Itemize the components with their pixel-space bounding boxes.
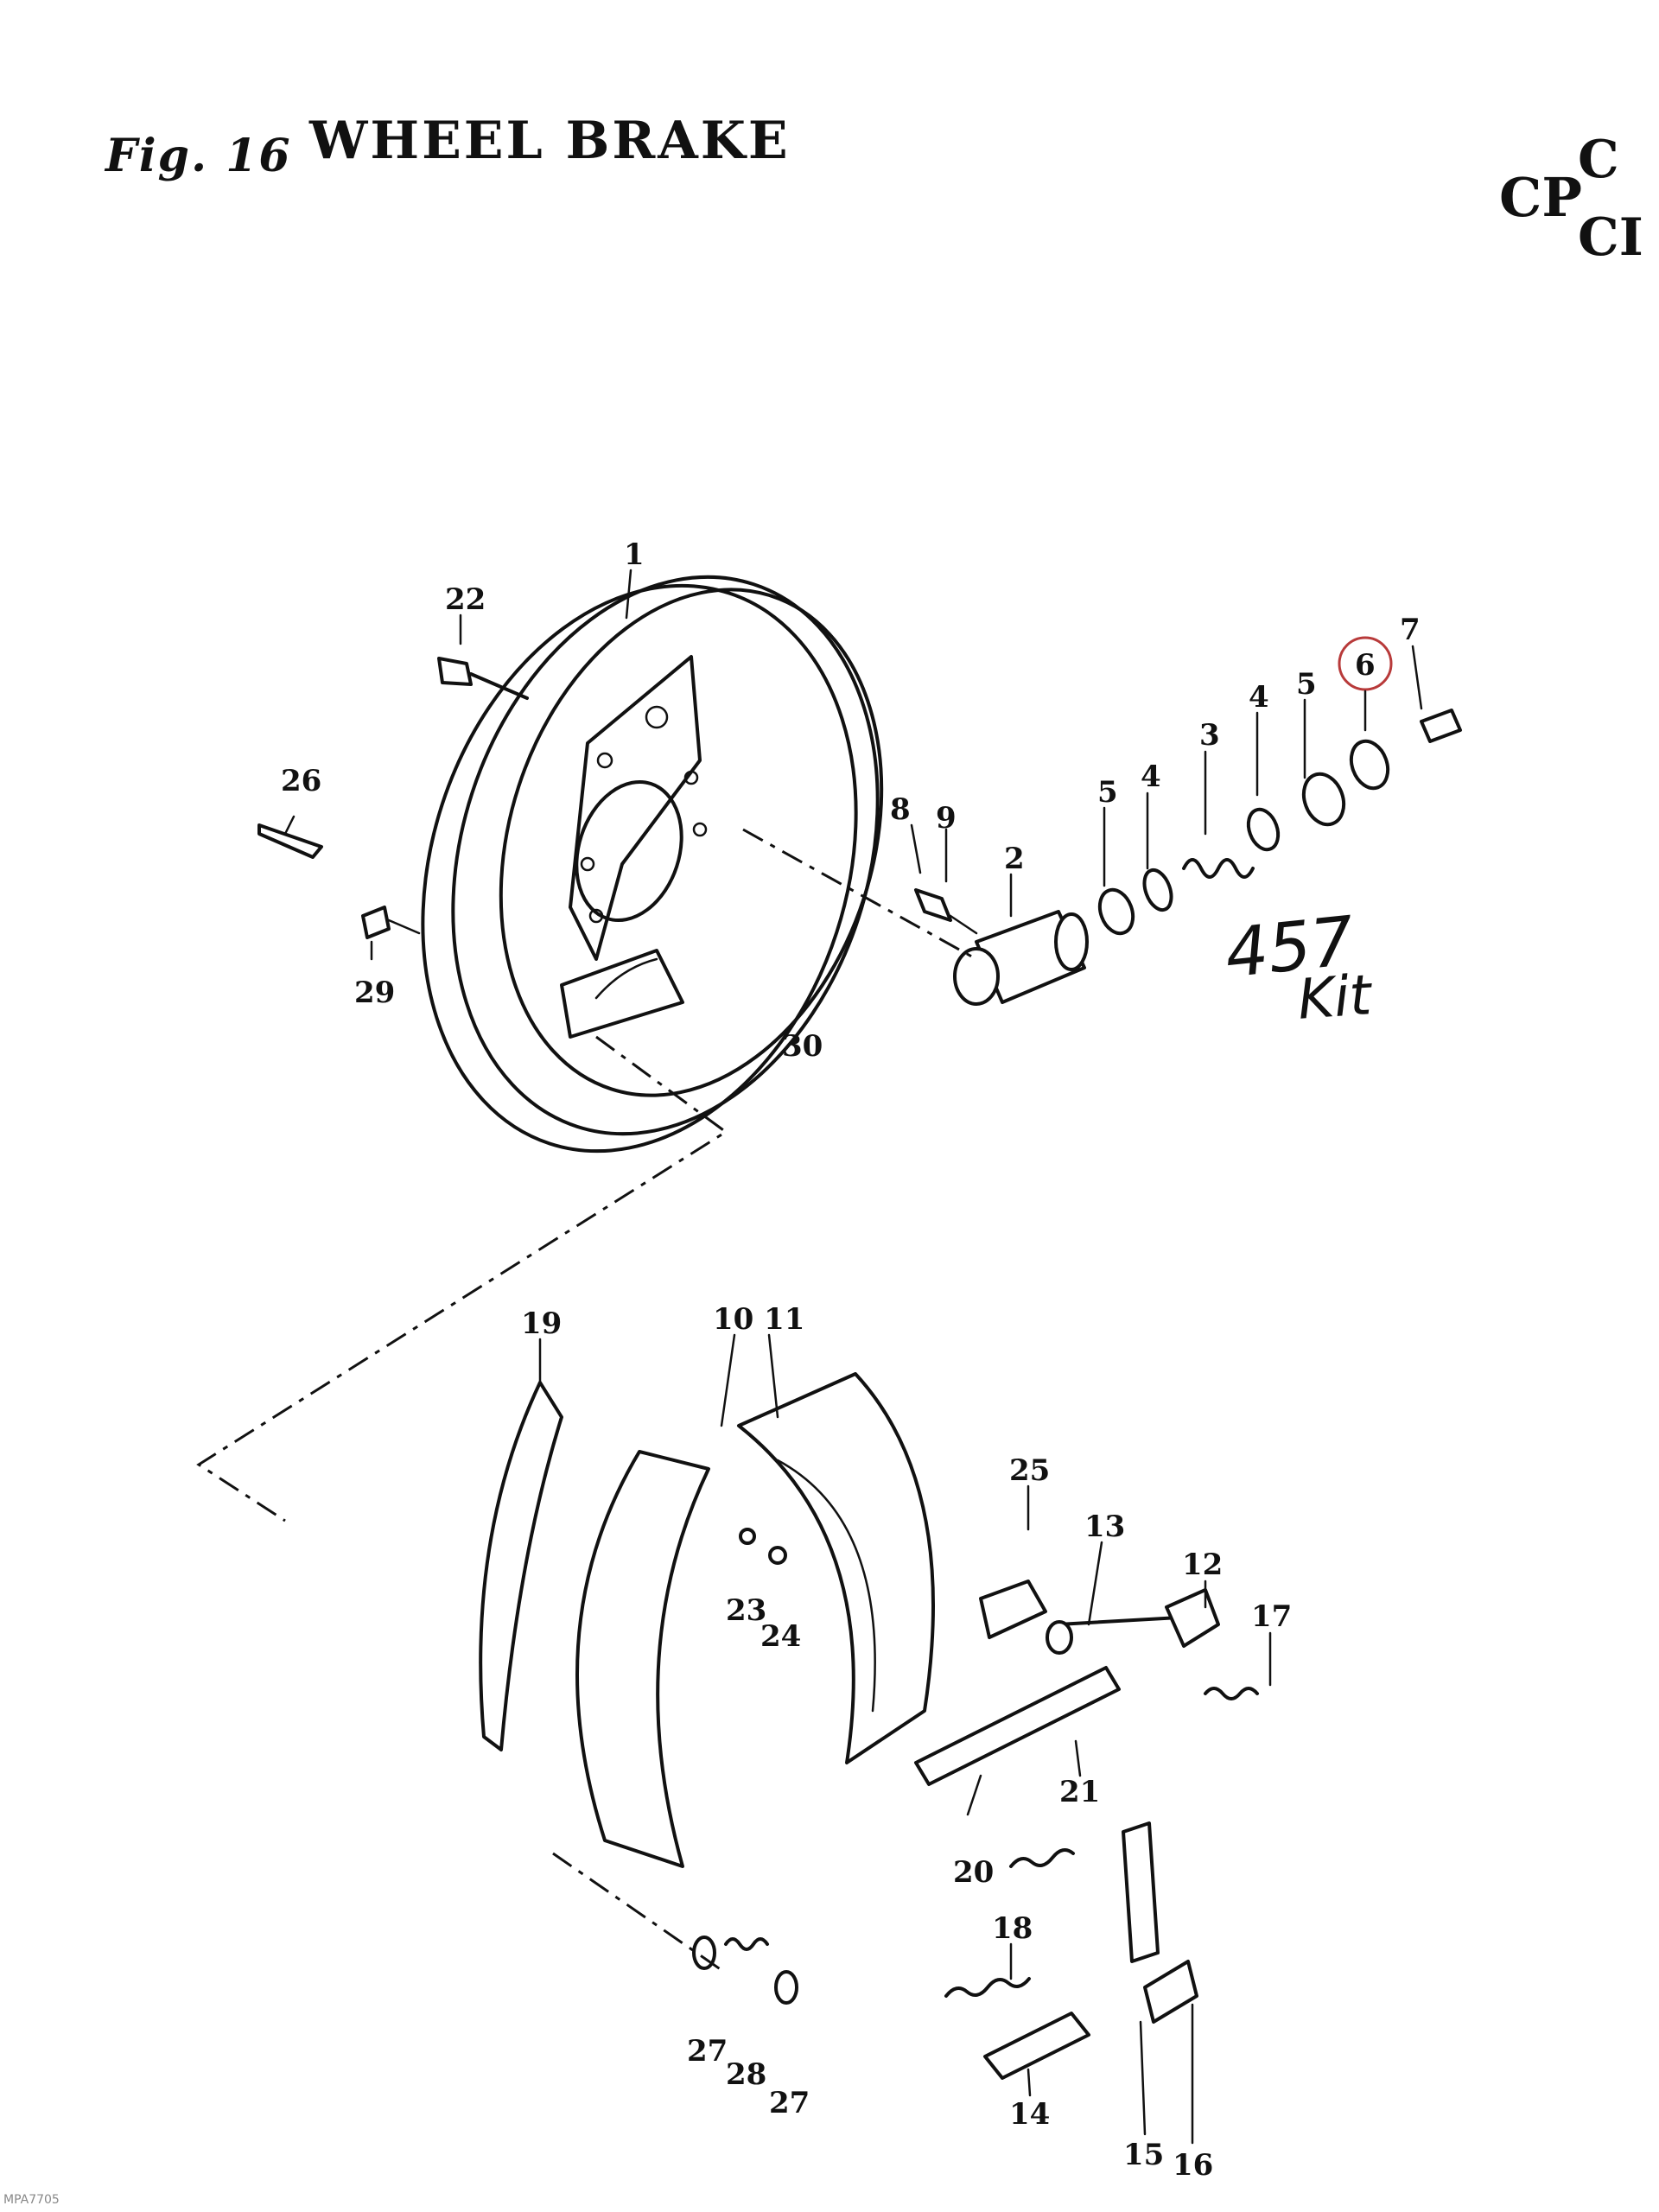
axis-line-hold-down <box>552 1852 722 1972</box>
brake-shoes-drawing <box>479 1372 935 1868</box>
callout-1: 1 <box>624 537 645 572</box>
callout-23: 23 <box>726 1593 766 1628</box>
axis-line-assembly <box>196 1035 728 1522</box>
callout-12: 12 <box>1182 1548 1223 1582</box>
lever-and-strut-drawing <box>979 1580 1259 1700</box>
callout-4-right: 4 <box>1249 680 1269 715</box>
bolt-drawing <box>437 657 529 700</box>
callout-14: 14 <box>1009 2097 1050 2132</box>
leader-lines <box>283 569 1423 2145</box>
callout-26: 26 <box>281 764 321 798</box>
backing-plate-drawing <box>421 575 884 1154</box>
callout-4-left: 4 <box>1141 760 1161 794</box>
figure-number: Fig. 16 <box>105 130 292 182</box>
callout-6: 6 <box>1355 648 1376 683</box>
cylinder-internals-drawing <box>1097 709 1462 936</box>
callout-19: 19 <box>521 1306 562 1341</box>
nut-drawing <box>361 906 421 939</box>
figure-title: WHEEL BRAKE <box>309 111 791 171</box>
callout-7: 7 <box>1400 613 1421 647</box>
highlight-circle <box>1338 636 1393 691</box>
callout-24: 24 <box>760 1619 801 1654</box>
callout-17: 17 <box>1251 1599 1292 1634</box>
callout-3: 3 <box>1199 718 1220 753</box>
callout-20: 20 <box>953 1855 994 1890</box>
adjuster-drawing <box>914 1666 1198 2080</box>
callout-18: 18 <box>992 1911 1033 1946</box>
callout-10-11: 10 11 <box>713 1302 804 1337</box>
callout-22: 22 <box>445 582 486 617</box>
callout-16: 16 <box>1173 2148 1213 2183</box>
callout-9: 9 <box>936 801 957 836</box>
callout-13: 13 <box>1084 1510 1125 1544</box>
corner-mark-c-bottom: CI <box>1578 207 1643 268</box>
bleeder-screw-drawing <box>914 888 978 935</box>
callout-27-left: 27 <box>687 2034 728 2069</box>
callout-21: 21 <box>1059 1775 1100 1809</box>
corner-mark-c-top: C <box>1578 130 1619 190</box>
callout-15: 15 <box>1123 2138 1164 2172</box>
wheel-cylinder-drawing <box>953 910 1089 1006</box>
callout-29: 29 <box>354 976 395 1010</box>
callout-28: 28 <box>726 2057 766 2092</box>
watermark-code: MPA7705 <box>3 2193 60 2207</box>
axis-line-cylinder <box>742 828 977 961</box>
corner-mark-cp: CP <box>1499 166 1582 229</box>
callout-30: 30 <box>782 1029 823 1064</box>
clip-drawing <box>257 823 323 859</box>
callout-27-right: 27 <box>769 2086 810 2120</box>
callout-25: 25 <box>1009 1453 1050 1488</box>
callout-5-left: 5 <box>1097 775 1118 810</box>
callout-2: 2 <box>1004 842 1025 876</box>
callout-5-right: 5 <box>1296 667 1317 702</box>
callout-8: 8 <box>890 792 911 827</box>
hold-down-drawing <box>692 1528 798 2005</box>
